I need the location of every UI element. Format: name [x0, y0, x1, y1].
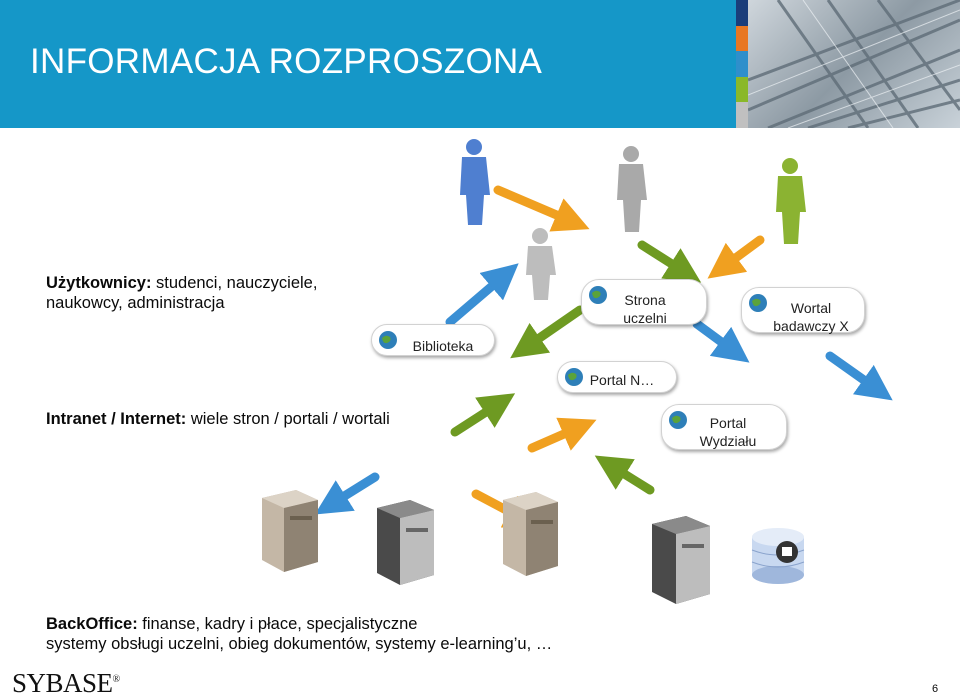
globe-icon: [669, 411, 687, 429]
portal-wortal-line2: badawczy X: [773, 318, 849, 334]
users-label: Użytkownicy:: [46, 274, 152, 292]
database-icon: [751, 528, 805, 584]
portal-strona-uczelni: Strona uczelni: [581, 279, 707, 326]
portal-strona-line1: Strona: [624, 292, 666, 308]
logo-text: SYBASE: [12, 668, 113, 698]
person-icon: [617, 146, 647, 232]
server-icon: [377, 500, 434, 585]
portal-wortal-badawczy: Wortal badawczy X: [741, 287, 865, 334]
intranet-label: Intranet / Internet:: [46, 410, 187, 428]
portal-wydzial-line2: Wydziału: [699, 433, 757, 449]
portal-n: Portal N…: [557, 361, 677, 393]
portal-wydzialu: Portal Wydziału: [661, 404, 787, 450]
person-icon: [460, 139, 490, 225]
page-number: 6: [932, 683, 939, 695]
intranet-text: Intranet / Internet: wiele stron / porta…: [46, 409, 466, 429]
users-text: Użytkownicy: studenci, nauczyciele, nauk…: [46, 273, 376, 313]
arrow-icon: [445, 263, 519, 327]
arrow-icon: [450, 393, 516, 437]
backoffice-line2: systemy obsługi uczelni, obieg dokumentó…: [46, 635, 553, 653]
globe-icon: [565, 368, 583, 386]
portal-biblioteka-label: Biblioteka: [412, 338, 474, 354]
portal-wydzial-line1: Portal: [709, 415, 747, 431]
server-icon: [652, 516, 710, 604]
arrow-icon: [527, 417, 597, 453]
intranet-description: wiele stron / portali / wortali: [186, 410, 390, 428]
header-photo: [748, 0, 960, 128]
backoffice-label: BackOffice:: [46, 615, 138, 633]
globe-icon: [379, 331, 397, 349]
backoffice-line1: finanse, kadry i płace, specjalistyczne: [137, 615, 418, 633]
arrow-icon: [594, 455, 655, 495]
server-icon: [262, 490, 318, 572]
globe-icon: [589, 286, 607, 304]
globe-icon: [749, 294, 767, 312]
arrow-icon: [493, 185, 590, 232]
arrow-icon: [637, 240, 702, 283]
portal-wortal-line1: Wortal: [790, 300, 832, 316]
arrow-icon: [692, 319, 750, 363]
slide-title: INFORMACJA ROZPROSZONA: [30, 42, 543, 81]
arrow-icon: [314, 472, 380, 515]
arrow-icon: [825, 351, 893, 401]
portal-biblioteka: Biblioteka: [371, 324, 495, 356]
users-description: studenci, nauczyciele, naukowcy, adminis…: [46, 274, 318, 312]
person-icon: [526, 228, 556, 300]
arrow-icon: [510, 305, 585, 359]
arrow-icon: [707, 235, 765, 279]
sybase-logo: SYBASE®: [12, 668, 120, 699]
person-icon: [776, 158, 806, 244]
portal-n-label: Portal N…: [589, 372, 655, 388]
backoffice-text: BackOffice: finanse, kadry i płace, spec…: [46, 614, 666, 654]
logo-mark: ®: [112, 674, 121, 685]
color-strip: [736, 0, 748, 128]
portal-strona-line2: uczelni: [623, 310, 667, 326]
server-icon: [503, 492, 558, 576]
